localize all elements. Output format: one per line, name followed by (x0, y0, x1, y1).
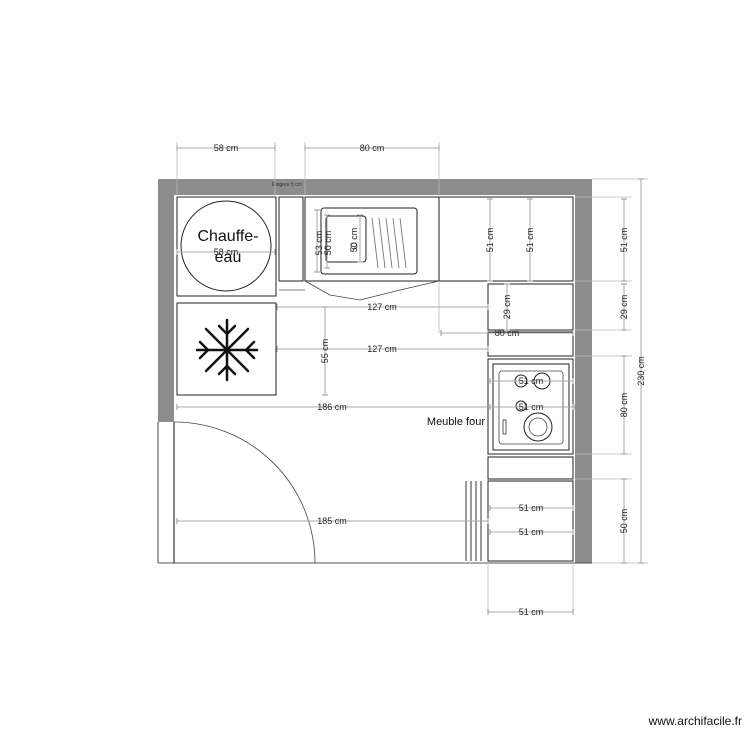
dim-heater-58: 58 cm (214, 247, 239, 257)
dim-186: 186 cm (317, 402, 347, 412)
oven-unit-label: Meuble four (427, 416, 485, 428)
dim-low-51b: 51 cm (519, 527, 544, 537)
dim-185: 185 cm (317, 516, 347, 526)
mid-cabinet (487, 283, 574, 331)
dimension-texts: 58 cm 80 cm 58 cm 53 cm 50 cm 50 cm 51 c… (214, 143, 646, 617)
dimension-lines (176, 145, 644, 615)
dim-right-230: 230 cm (636, 356, 646, 386)
sink-drainboard (371, 217, 407, 269)
hob-burner-4-inner (528, 417, 548, 437)
door (173, 421, 316, 564)
walls (157, 179, 592, 564)
hob-burner-4-icon (523, 412, 553, 442)
dim-right-51: 51 cm (619, 228, 629, 253)
snowflake-icon (195, 318, 259, 382)
small-note: Etagere 5 cm (272, 182, 302, 188)
dim-bottom-51: 51 cm (519, 607, 544, 617)
dim-right-29: 29 cm (619, 295, 629, 320)
lower-strip (487, 456, 574, 480)
dim-low-51a: 51 cm (519, 503, 544, 513)
dim-sink-50b: 50 cm (349, 228, 359, 253)
furniture: Chauffe- eau Etagere 5 cm (176, 182, 574, 562)
dim-upper-51b: 51 cm (525, 228, 535, 253)
dim-right-50: 50 cm (619, 509, 629, 534)
dim-upper-51a: 51 cm (485, 228, 495, 253)
dim-right-80: 80 cm (619, 393, 629, 418)
dim-top-58: 58 cm (214, 143, 239, 153)
dim-mid-80: 80 cm (495, 328, 520, 338)
oven-handle (502, 419, 507, 435)
dim-127b: 127 cm (367, 344, 397, 354)
dim-top-80: 80 cm (360, 143, 385, 153)
dim-127a: 127 cm (367, 302, 397, 312)
dim-sink-50a: 50 cm (323, 231, 333, 256)
wall-left (158, 179, 174, 422)
wall-right (575, 179, 592, 563)
dim-sink-53: 53 cm (314, 231, 324, 256)
dim-mid-29: 29 cm (502, 295, 512, 320)
dim-hob-51a: 51 cm (519, 376, 544, 386)
water-heater-tank (180, 200, 272, 292)
door-swing-arc (173, 421, 316, 564)
dim-hob-51b: 51 cm (519, 402, 544, 412)
dim-v55: 55 cm (320, 339, 330, 364)
sink-hood-lines (304, 280, 440, 301)
upper-cabinet-right (438, 196, 574, 282)
lower-cabinet (487, 480, 574, 562)
small-shelf (278, 196, 304, 282)
wall-top (158, 179, 592, 195)
water-heater-label-1: Chauffe- (197, 228, 258, 245)
watermark-text: www.archifacile.fr (648, 714, 742, 728)
